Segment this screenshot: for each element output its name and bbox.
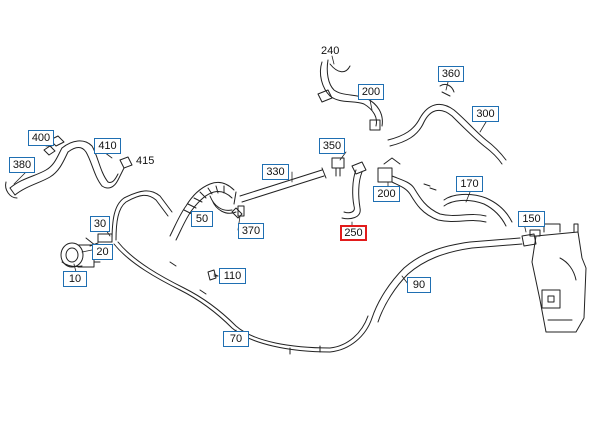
- callout-360[interactable]: 360: [438, 66, 464, 82]
- fitting-350: [331, 157, 345, 177]
- line-70: [111, 190, 373, 355]
- callout-50[interactable]: 50: [191, 211, 213, 227]
- callout-110[interactable]: 110: [219, 268, 246, 284]
- hose-250: [341, 161, 367, 220]
- reservoir-tank: [531, 223, 587, 333]
- hose-50: [169, 181, 243, 241]
- hose-200-upper: [317, 59, 383, 131]
- fitting-150: [521, 229, 541, 247]
- callout-200-upper[interactable]: 200: [358, 84, 384, 100]
- callout-90[interactable]: 90: [407, 277, 431, 293]
- callout-70[interactable]: 70: [223, 331, 249, 347]
- hose-300: [387, 83, 507, 165]
- hose-380-400-410: [5, 135, 133, 199]
- callout-170[interactable]: 170: [456, 176, 483, 192]
- callout-350[interactable]: 350: [319, 138, 345, 154]
- hose-90: [371, 237, 523, 323]
- callout-400[interactable]: 400: [28, 130, 54, 146]
- callout-200-lower[interactable]: 200: [373, 186, 400, 202]
- callout-30[interactable]: 30: [90, 216, 110, 232]
- callout-370[interactable]: 370: [238, 223, 264, 239]
- callout-10[interactable]: 10: [63, 271, 87, 287]
- callout-20[interactable]: 20: [92, 244, 113, 260]
- callout-410[interactable]: 410: [94, 138, 121, 154]
- callout-330[interactable]: 330: [262, 164, 289, 180]
- callout-380[interactable]: 380: [9, 157, 35, 173]
- callout-250-selected[interactable]: 250: [340, 225, 367, 241]
- callout-300[interactable]: 300: [472, 106, 499, 122]
- callout-150[interactable]: 150: [518, 211, 545, 227]
- hose-200-lower-170: [377, 157, 513, 227]
- pipe-330: [233, 167, 327, 205]
- label-240: 240: [321, 45, 340, 57]
- label-415: 415: [136, 155, 155, 167]
